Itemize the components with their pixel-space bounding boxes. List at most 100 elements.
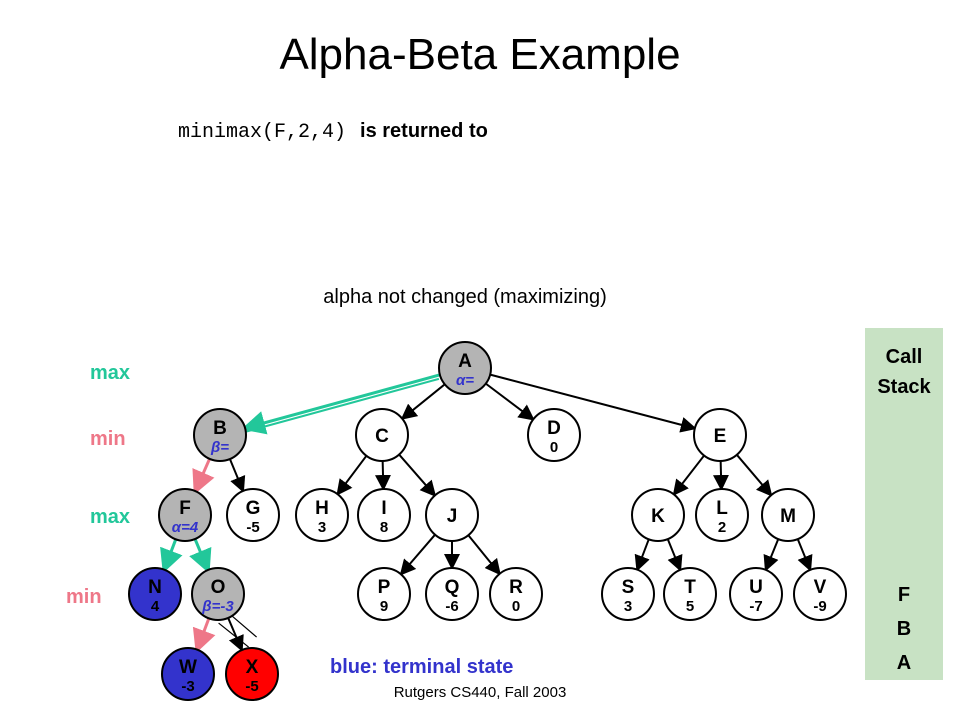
node-circle [191,567,245,621]
tree-node-S: S3 [601,567,655,621]
tree-node-I: I8 [357,488,411,542]
node-circle [761,488,815,542]
tree-node-E: E [693,408,747,462]
edge-E-M [736,454,773,497]
node-label: H [315,498,329,519]
node-value: 0 [550,439,558,456]
node-circle [793,567,847,621]
edge-C-J [398,453,437,497]
call-stack-title: Call Stack [865,342,943,402]
node-label: M [780,506,796,527]
tree-node-P: P9 [357,567,411,621]
node-circle [693,408,747,462]
node-label: C [375,426,389,447]
node-circle [357,567,411,621]
level-label-min-1: min [90,428,126,450]
edge-F-N [160,538,183,574]
node-circle [355,408,409,462]
call-stack-item: B [896,618,912,640]
tree-node-V: V-9 [793,567,847,621]
node-label: O [211,577,226,598]
node-value: 3 [624,598,632,615]
edge-K-T [666,538,683,572]
node-label: R [509,577,523,598]
edge-M-V [796,538,813,572]
node-value: -9 [813,598,826,615]
edge-A-D [485,382,535,421]
tree-node-O: Oβ=-3 [191,567,245,621]
tree-node-J: J [425,488,479,542]
node-value: -7 [749,598,762,615]
node-value: -5 [246,519,259,536]
node-label: G [246,498,261,519]
node-label: N [148,577,162,598]
node-label: I [381,498,386,519]
node-label: U [749,577,763,598]
node-label: F [179,498,191,519]
legend-terminal: blue: terminal state [330,656,514,678]
tree-node-Q: Q-6 [425,567,479,621]
node-label: A [458,351,472,372]
node-circle [128,567,182,621]
node-value: 0 [512,598,520,615]
call-stack-title-line1: Call [885,346,923,368]
node-circle [295,488,349,542]
edge-E-L [713,460,729,492]
node-circle [489,567,543,621]
call-stack-panel: Call Stack F B A [865,328,943,680]
node-circle [729,567,783,621]
tree-node-H: H3 [295,488,349,542]
node-circle [695,488,749,542]
edge-A-E [489,373,697,433]
edge-C-I [375,460,391,492]
prune-mark [228,612,257,638]
node-value: 8 [380,519,388,536]
node-value: 9 [380,598,388,615]
call-text: is returned to [360,120,488,142]
edge-O-W [192,617,216,654]
slide-title: Alpha-Beta Example [279,30,681,79]
node-label: L [716,498,728,519]
node-circle [425,488,479,542]
edge-J-R [467,534,501,576]
node-value: β= [210,439,229,456]
edge-A-B [241,373,441,435]
node-label: T [684,577,696,598]
node-label: W [179,657,197,678]
edge-A-C [400,383,446,420]
node-circle [663,567,717,621]
node-circle [357,488,411,542]
node-label: K [651,506,665,527]
tree-node-G: G-5 [226,488,280,542]
edge-K-S [634,538,650,572]
call-stack-title-line2: Stack [877,376,931,398]
node-value: -3 [181,678,194,695]
node-label: Q [445,577,460,598]
level-label-max-2: max [90,506,131,528]
call-stack-item: F [897,584,911,606]
node-label: P [378,577,391,598]
prune-mark [218,622,249,648]
node-label: S [622,577,635,598]
edge-J-P [399,534,436,576]
node-value: 2 [718,519,726,536]
edge-B-G [228,458,246,493]
call-line: minimax(F,2,4)is returned to [178,120,488,144]
node-value: -6 [445,598,458,615]
edge-C-H [336,455,368,496]
node-label: E [714,426,727,447]
tree-node-R: R0 [489,567,543,621]
tree-node-X: X-5 [225,647,279,701]
tree-node-N: N4 [128,567,182,621]
footer-credit: Rutgers CS440, Fall 2003 [393,684,567,701]
tree-node-B: Bβ= [193,408,247,462]
node-value: α=4 [172,519,199,536]
edge-F-O [189,538,212,574]
node-circle [193,408,247,462]
node-label: X [246,657,259,678]
tree-node-M: M [761,488,815,542]
edge-M-U [763,538,780,572]
tree-node-F: Fα=4 [158,488,212,542]
call-stack-item: A [896,652,912,674]
